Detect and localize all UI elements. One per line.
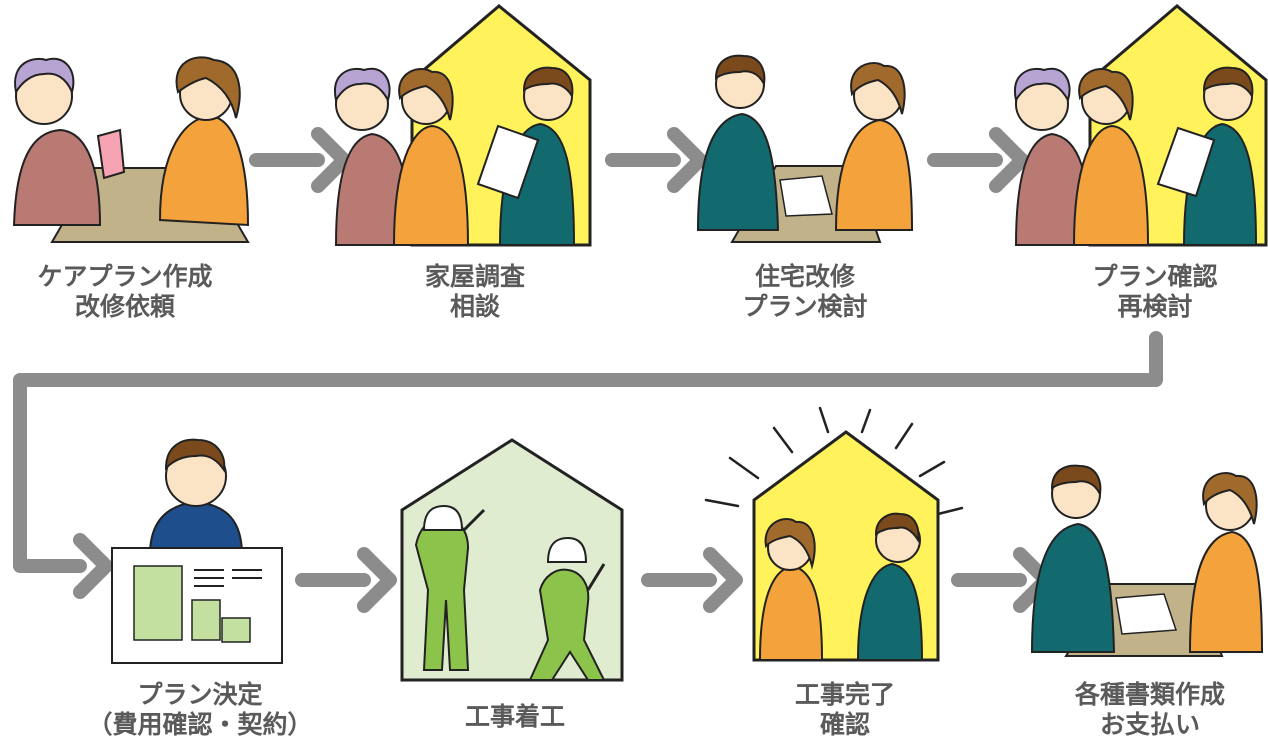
step-8-line2: お支払い	[1099, 710, 1200, 739]
step-3-line2: プラン検討	[742, 292, 868, 321]
step-5-line2: （費用確認・契約）	[87, 710, 313, 739]
step-2-line2: 相談	[449, 292, 500, 321]
step-1-line2: 改修依頼	[74, 292, 175, 321]
arrow-7-8	[951, 554, 1046, 606]
row-connector-arrow	[13, 331, 1163, 592]
arrow-1-2	[249, 134, 344, 186]
step-5-line1: プラン決定	[137, 680, 263, 709]
step-3-label: 住宅改修 プラン検討	[700, 262, 910, 322]
payment-signing-icon	[1030, 464, 1264, 657]
arrow-5-6	[295, 554, 390, 606]
step-7-line2: 確認	[819, 710, 870, 739]
house-consultation-icon	[333, 4, 592, 247]
step-2-line1: 家屋調査	[424, 262, 525, 291]
construction-workers-icon	[400, 438, 624, 682]
step-1-label: ケアプラン作成 改修依頼	[20, 262, 230, 322]
step-1-line1: ケアプラン作成	[37, 262, 213, 291]
arrow-3-4	[927, 134, 1022, 186]
step-6-line1: 工事着工	[464, 702, 565, 731]
step-5-label: プラン決定 （費用確認・契約）	[70, 680, 330, 740]
completion-celebration-icon	[704, 406, 964, 662]
arrow-6-7	[641, 554, 736, 606]
step-7-line1: 工事完了	[794, 680, 895, 709]
step-6-label: 工事着工	[410, 702, 620, 732]
step-8-line1: 各種書類作成	[1074, 680, 1225, 709]
care-plan-meeting-icon	[12, 56, 250, 243]
arrow-2-3	[605, 134, 700, 186]
step-2-label: 家屋調査 相談	[370, 262, 580, 322]
plan-reconfirm-house-icon	[1013, 4, 1268, 247]
step-8-label: 各種書類作成 お支払い	[1040, 680, 1260, 740]
step-3-line1: 住宅改修	[754, 262, 855, 291]
step-7-label: 工事完了 確認	[740, 680, 950, 740]
plan-review-table-icon	[696, 54, 914, 243]
step-4-line2: 再検討	[1117, 292, 1193, 321]
blueprint-presentation-icon	[111, 438, 283, 664]
step-4-line1: プラン確認	[1092, 262, 1218, 291]
step-4-label: プラン確認 再検討	[1050, 262, 1260, 322]
